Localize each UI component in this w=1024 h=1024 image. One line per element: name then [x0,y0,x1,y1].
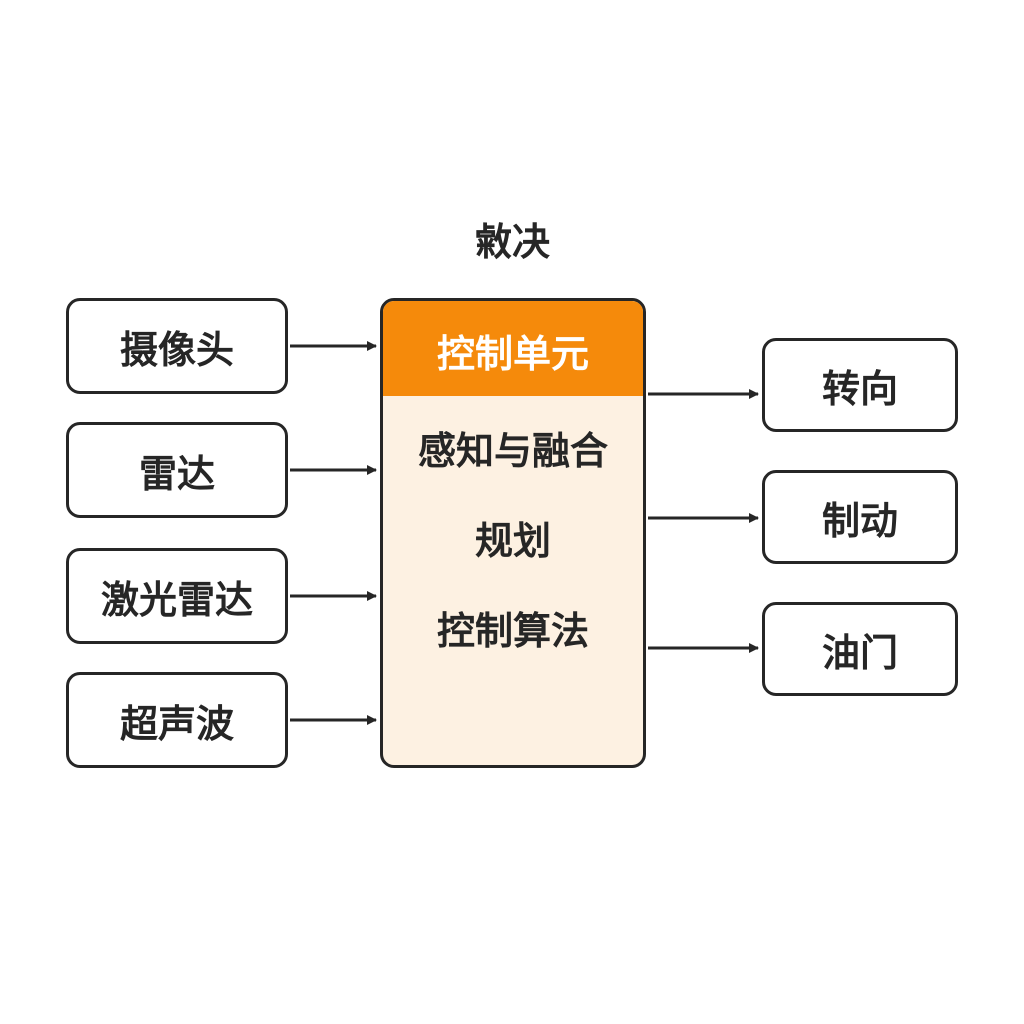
control-unit-item-planning: 规划 [474,519,551,563]
input-node-lidar: 激光雷达 [66,548,288,644]
output-node-throttle: 油门 [762,602,958,696]
output-node-steering: 转向 [762,338,958,432]
control-unit-header: 控制单元 [383,301,643,396]
input-node-camera: 摄像头 [66,298,288,394]
input-node-radar: 雷达 [66,422,288,518]
control-unit-item-control-algorithm: 控制算法 [436,609,589,653]
output-node-braking: 制动 [762,470,958,564]
control-unit-item-perception: 感知与融合 [417,429,608,473]
diagram-title: 敹决 [473,220,550,264]
control-unit-box: 控制单元 感知与融合 规划 控制算法 [380,298,646,768]
input-node-ultrasonic: 超声波 [66,672,288,768]
